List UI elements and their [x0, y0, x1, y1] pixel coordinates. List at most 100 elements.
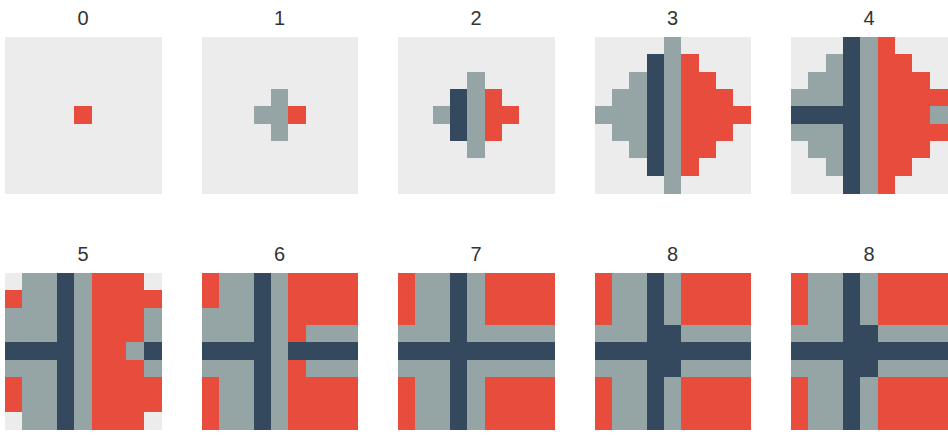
- grid-cell: [288, 158, 306, 176]
- grid-cell: [323, 37, 341, 55]
- grid-cell: [323, 377, 341, 395]
- grid-cell: [467, 106, 485, 124]
- grid-cell: [878, 89, 896, 107]
- grid-cell: [92, 54, 110, 72]
- grid-cell: [791, 360, 809, 378]
- grid-cell: [40, 141, 58, 159]
- grid-cell: [485, 124, 503, 142]
- grid-cell: [485, 308, 503, 326]
- grid-cell: [629, 89, 647, 107]
- grid-cell: [664, 290, 682, 308]
- grid-cell: [612, 377, 630, 395]
- grid-cell: [144, 394, 162, 412]
- grid-panel: [791, 37, 948, 194]
- grid-cell: [340, 176, 358, 194]
- grid-cell: [433, 342, 451, 360]
- grid-cell: [323, 394, 341, 412]
- grid-cell: [236, 141, 254, 159]
- grid-cell: [612, 308, 630, 326]
- grid-cell: [537, 377, 555, 395]
- grid-cell: [92, 377, 110, 395]
- grid-cell: [415, 141, 433, 159]
- grid-cell: [306, 273, 324, 291]
- grid-cell: [271, 141, 289, 159]
- grid-cell: [860, 89, 878, 107]
- grid-cell: [826, 124, 844, 142]
- grid-cell: [860, 342, 878, 360]
- grid-cell: [930, 106, 948, 124]
- grid-cell: [340, 360, 358, 378]
- grid-cell: [733, 89, 751, 107]
- grid-cell: [930, 325, 948, 343]
- grid-cell: [912, 89, 930, 107]
- grid-cell: [826, 377, 844, 395]
- grid-cell: [40, 360, 58, 378]
- grid-cell: [22, 89, 40, 107]
- grid-cell: [467, 141, 485, 159]
- grid-cell: [733, 342, 751, 360]
- grid-cell: [219, 176, 237, 194]
- grid-cell: [537, 89, 555, 107]
- grid-cell: [109, 54, 127, 72]
- grid-cell: [202, 141, 220, 159]
- grid-cell: [843, 342, 861, 360]
- grid-cell: [340, 72, 358, 90]
- grid-cell: [433, 72, 451, 90]
- grid-cell: [467, 308, 485, 326]
- grid-cell: [467, 342, 485, 360]
- grid-cell: [202, 325, 220, 343]
- grid-cell: [202, 360, 220, 378]
- grid-cell: [288, 360, 306, 378]
- grid-cell: [843, 124, 861, 142]
- grid-cell: [22, 290, 40, 308]
- grid-cell: [629, 412, 647, 430]
- grid-cell: [843, 54, 861, 72]
- grid-cell: [664, 54, 682, 72]
- grid-cell: [40, 158, 58, 176]
- grid-cell: [92, 325, 110, 343]
- grid-cell: [843, 106, 861, 124]
- grid-cell: [895, 377, 913, 395]
- grid-cell: [340, 37, 358, 55]
- grid-cell: [681, 325, 699, 343]
- grid-cell: [467, 290, 485, 308]
- grid-cell: [109, 273, 127, 291]
- grid-cell: [595, 72, 613, 90]
- grid-cell: [467, 377, 485, 395]
- grid-cell: [219, 394, 237, 412]
- grid-cell: [236, 124, 254, 142]
- grid-cell: [537, 106, 555, 124]
- grid-cell: [808, 377, 826, 395]
- grid-cell: [808, 176, 826, 194]
- grid-cell: [912, 141, 930, 159]
- grid-cell: [733, 72, 751, 90]
- grid-cell: [433, 308, 451, 326]
- grid-cell: [912, 37, 930, 55]
- grid-cell: [202, 72, 220, 90]
- grid-cell: [930, 141, 948, 159]
- grid-cell: [733, 360, 751, 378]
- grid-cell: [595, 106, 613, 124]
- grid-cell: [144, 325, 162, 343]
- grid-cell: [126, 141, 144, 159]
- grid-cell: [340, 273, 358, 291]
- grid-cell: [485, 141, 503, 159]
- grid-cell: [126, 325, 144, 343]
- grid-cell: [57, 72, 75, 90]
- grid-cell: [629, 308, 647, 326]
- grid-cell: [323, 412, 341, 430]
- grid-cell: [92, 176, 110, 194]
- grid-cell: [398, 308, 416, 326]
- grid-cell: [40, 290, 58, 308]
- grid-cell: [519, 342, 537, 360]
- grid-cell: [699, 273, 717, 291]
- grid-cell: [450, 124, 468, 142]
- grid-cell: [716, 377, 734, 395]
- grid-cell: [5, 325, 23, 343]
- grid-cell: [398, 394, 416, 412]
- grid-cell: [271, 342, 289, 360]
- grid-cell: [288, 412, 306, 430]
- grid-cell: [878, 176, 896, 194]
- grid-cell: [733, 325, 751, 343]
- grid-cell: [467, 54, 485, 72]
